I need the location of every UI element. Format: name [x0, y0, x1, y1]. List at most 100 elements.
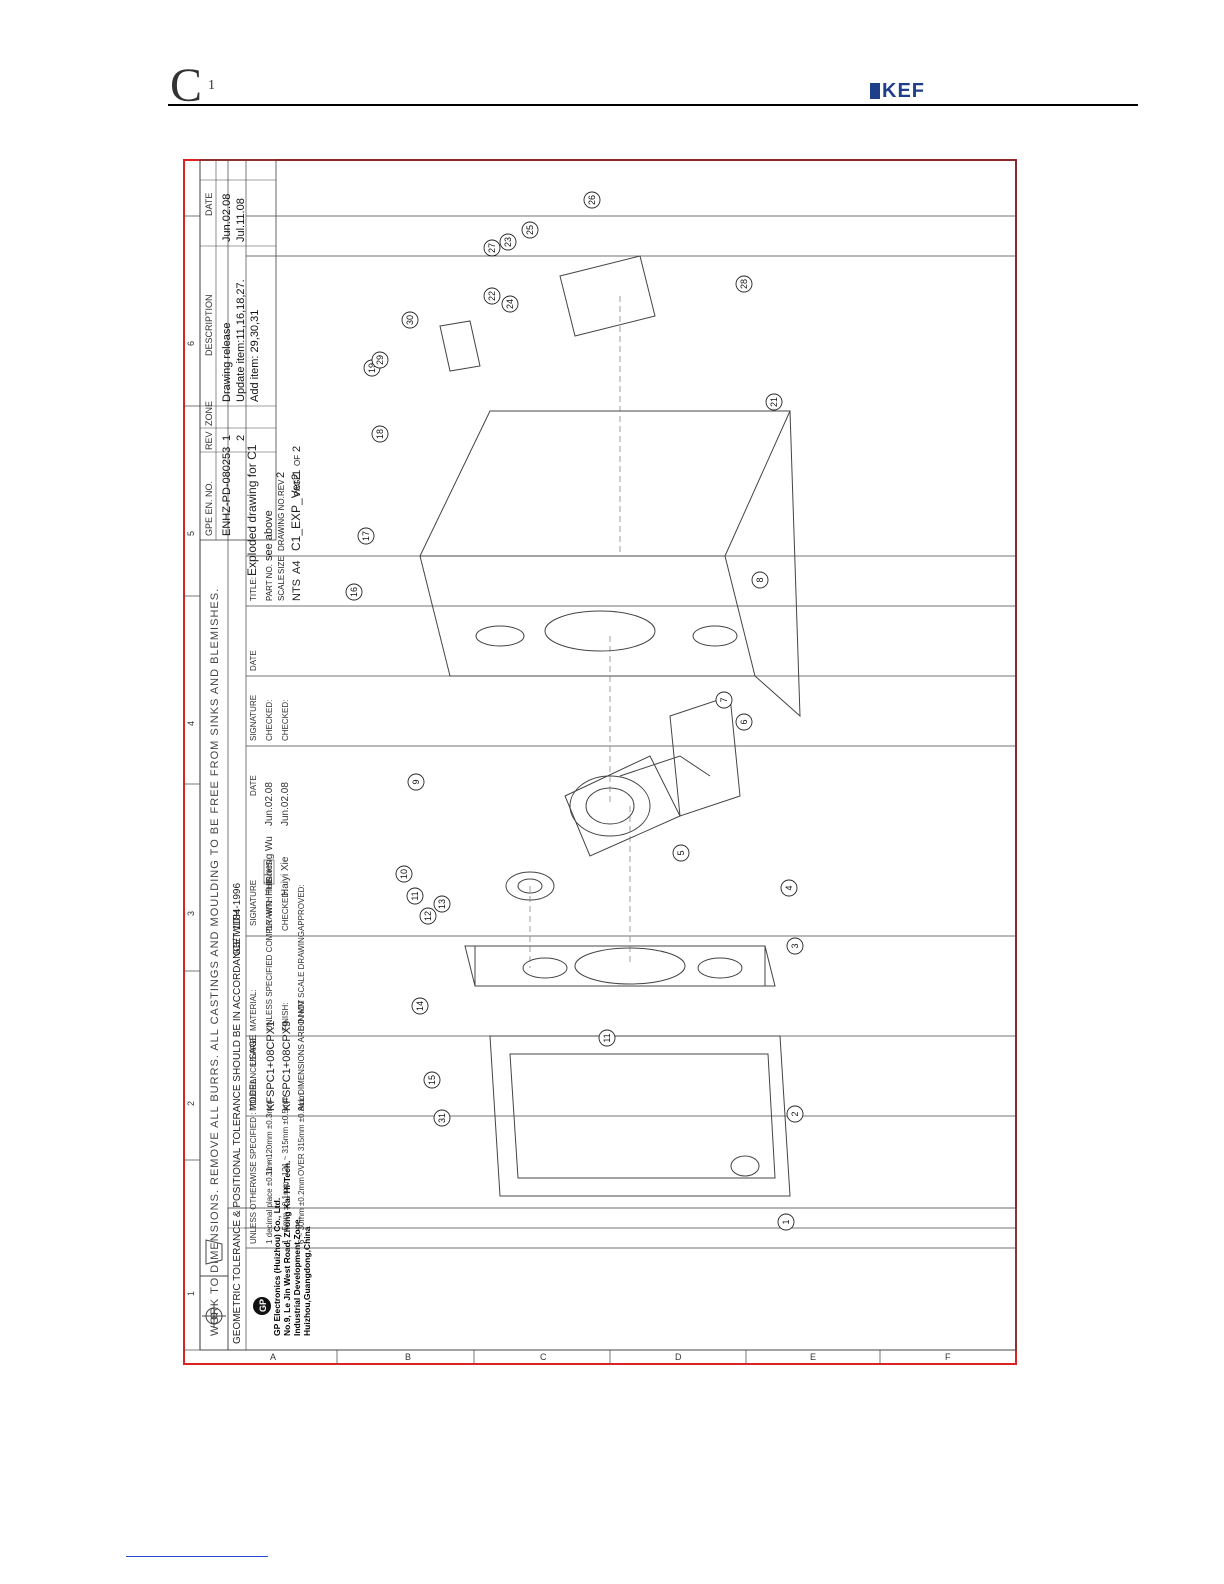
rev-header-date: DATE: [204, 193, 214, 216]
do-not-scale-note: DO NOT SCALE DRAWING: [297, 931, 306, 1031]
part-balloon-label: 21: [769, 397, 779, 407]
cabinet-top: [419, 410, 791, 557]
of-label: OF: [293, 455, 302, 466]
wall-bracket: [439, 320, 481, 372]
rev-row-2-date: Jul.11.08: [235, 198, 247, 242]
part-balloon-label: 8: [755, 577, 765, 582]
geo-tolerance-standard: GB/T 1184-1996: [232, 883, 243, 956]
page-value: 1: [291, 470, 303, 476]
checked-3-label: CHECKED:: [281, 700, 290, 741]
model-row-2: KFSPC1+08CPX9: [281, 1021, 293, 1111]
part-balloon-label: 10: [399, 869, 409, 879]
part-balloon-label: 27: [487, 243, 497, 253]
part-balloon: 7: [715, 691, 733, 709]
rev-header-rev: REV: [204, 431, 214, 450]
part-balloon: 14: [411, 997, 429, 1015]
geo-tolerance-note: GEOMETRIC TOLERANCE & POSITIONAL TOLERAN…: [232, 909, 243, 1344]
exploded-drawing-sheet: A B C D E F 1 2 3 4 5 6 WORK TO DIMENSIO…: [183, 159, 1017, 1365]
zone-number-6: 6: [186, 341, 196, 346]
signature-2-header: SIGNATURE: [249, 695, 258, 741]
part-balloon-label: 18: [375, 429, 385, 439]
part-balloon: 5: [672, 844, 690, 862]
part-balloon: 10: [395, 865, 413, 883]
part-balloon-label: 22: [487, 291, 497, 301]
company-line-1: GP Electronics (Huizhou) Co., Ltd.: [272, 1198, 282, 1336]
part-balloon: 3: [786, 937, 804, 955]
title-label: TITLE:: [249, 577, 258, 601]
rohs-badge: RoHS: [265, 861, 274, 882]
company-line-3: Industrial Development Zone,: [292, 1217, 302, 1336]
rev-label: REV: [277, 479, 286, 496]
work-note: WORK TO DIMENSIONS. REMOVE ALL BURRS. AL…: [209, 588, 221, 1336]
part-balloon-label: 24: [505, 299, 515, 309]
rev-row-1-desc: Drawing release: [221, 323, 233, 402]
sheet-frame: [199, 159, 1017, 1351]
tolerance-r1c1: 1 decimal place ±0.1mm: [265, 1157, 274, 1244]
part-balloon: 6: [735, 713, 753, 731]
company-logo-icon: [253, 1297, 271, 1315]
part-balloon-label: 1: [781, 1219, 791, 1224]
part-no-value: see above: [263, 510, 275, 561]
signature-block-2: SIGNATURE DATE CHECKED: CHECKED:: [249, 650, 290, 741]
part-balloon: 2: [786, 1105, 804, 1123]
terminal-plate: [559, 255, 656, 337]
title-info: TITLE: Exploded drawing for C1 PART NO. …: [245, 444, 303, 601]
model-header: MODEL: [248, 1079, 258, 1111]
checked-2-label: CHECKED:: [265, 700, 274, 741]
part-balloon-label: 31: [437, 1113, 447, 1123]
part-balloon: 16: [345, 583, 363, 601]
tolerance-header: UNLESS OTHERWISE SPECIFIED : TOLERANCES …: [249, 1038, 258, 1244]
part-balloon: 29: [371, 351, 389, 369]
zone-letter-e: E: [810, 1352, 816, 1362]
part-balloon: 31: [433, 1109, 451, 1127]
part-balloon-label: 5: [676, 850, 686, 855]
of-value: 2: [291, 446, 303, 452]
part-balloon: 30: [401, 311, 419, 329]
part-balloon-label: 30: [405, 315, 415, 325]
part-balloon: 11: [598, 1029, 616, 1047]
part-balloon: 27: [483, 239, 501, 257]
zone-letter-a: A: [270, 1352, 276, 1362]
part-balloon-label: 19: [367, 363, 377, 373]
part-balloon-label: 17: [361, 531, 371, 541]
drawn-label: DRAWN:: [265, 899, 274, 931]
part-balloon: 1: [777, 1213, 795, 1231]
drawing-no-label: DRAWING NO.: [277, 496, 286, 551]
part-balloon-label: 2: [790, 1111, 800, 1116]
zone-letter-f: F: [945, 1352, 951, 1362]
zone-letter-b: B: [405, 1352, 411, 1362]
tolerance-r3c1: 6 ~ 30mm ±0.2mm: [297, 1177, 306, 1244]
baffle: [464, 945, 776, 987]
rev-header-en-no: GPE EN. NO.: [204, 481, 214, 536]
part-balloon-label: 9: [411, 779, 421, 784]
size-value: A4: [291, 561, 303, 574]
part-balloon-label: 23: [503, 237, 513, 247]
part-balloon-label: 16: [349, 587, 359, 597]
checked-label: CHECKED:: [281, 890, 290, 931]
part-balloon: 25: [521, 221, 539, 239]
zone-letter-c: C: [540, 1352, 547, 1362]
part-balloon-label: 4: [784, 885, 794, 890]
part-balloon: 4: [780, 879, 798, 897]
part-balloon-label: 12: [423, 911, 433, 921]
part-balloon: 8: [751, 571, 769, 589]
sheet-border: [183, 159, 1017, 1365]
drawn-name: Huisheng Wu: [264, 836, 275, 896]
checked-date: Jun.02.08: [280, 782, 291, 826]
title-block-text: GEOMETRIC TOLERANCE & POSITIONAL TOLERAN…: [232, 883, 243, 1344]
projection-symbol-icon: [200, 1239, 228, 1328]
drawn-date: Jun.02.08: [264, 782, 275, 826]
usage-header: USAGE: [248, 1034, 258, 1066]
brand-logo-mark-icon: [870, 83, 880, 99]
signature-2-date-header: DATE: [249, 650, 258, 671]
port-tube: [669, 695, 741, 817]
zone-number-4: 4: [186, 721, 196, 726]
tolerance-r3c2: OVER 315mm ±0.8mm: [297, 1093, 306, 1176]
signature-header: SIGNATURE: [249, 880, 258, 926]
exploded-assembly: [419, 255, 801, 1197]
finish-label: FINISH:: [281, 1003, 290, 1031]
part-balloon: 26: [583, 191, 601, 209]
rev-row-1-date: Jun.02.08: [221, 194, 233, 242]
part-balloon-label: 26: [587, 195, 597, 205]
